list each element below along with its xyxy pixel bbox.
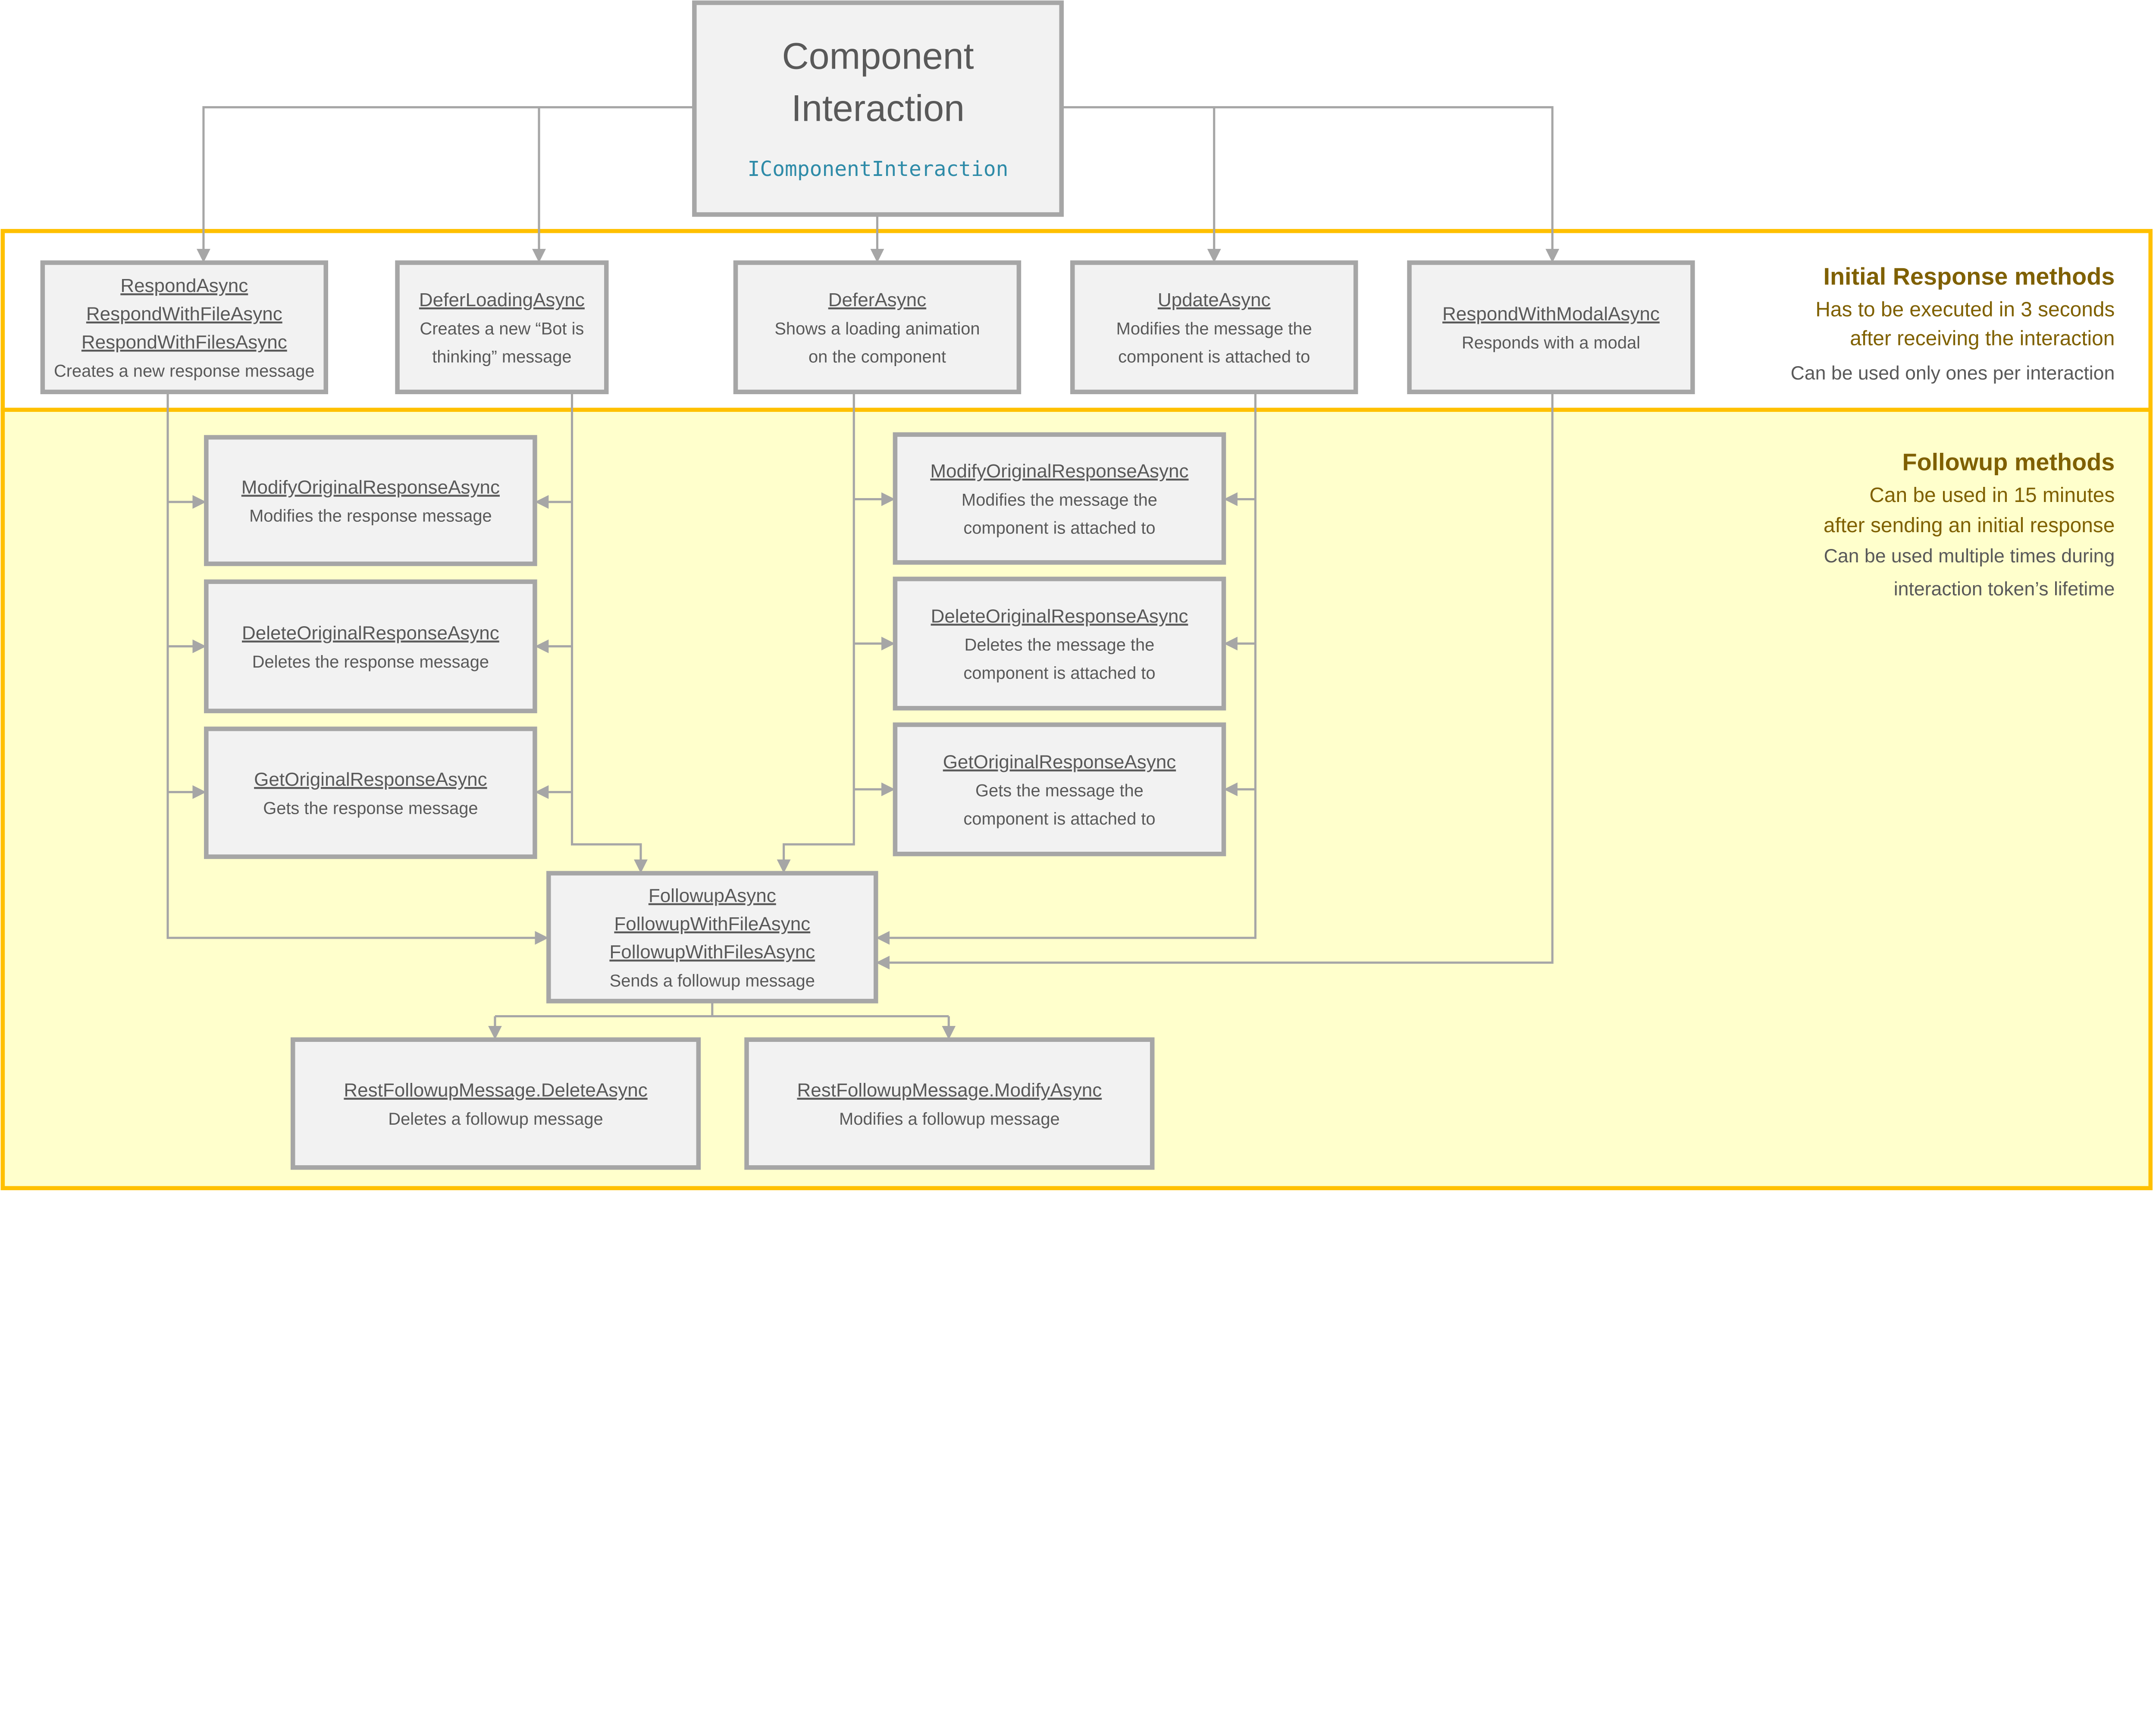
- method-description: Gets the response message: [263, 799, 478, 818]
- box-frame: [204, 579, 537, 713]
- method-name[interactable]: FollowupAsync: [649, 885, 776, 906]
- method-name[interactable]: DeferAsync: [828, 289, 926, 310]
- method-name[interactable]: FollowupWithFilesAsync: [609, 941, 815, 963]
- connector-arrow: [570, 392, 648, 873]
- root-title-line-2: Interaction: [791, 88, 965, 129]
- method-description: Creates a new “Bot is: [420, 319, 584, 338]
- box-frame: [1407, 260, 1695, 395]
- method-description: component is attached to: [963, 809, 1155, 828]
- followup-note-2: after sending an initial response: [1824, 514, 2115, 537]
- method-boxes: RespondAsyncRespondWithFileAsyncRespondW…: [40, 260, 1695, 1170]
- method-description: Deletes the message the: [965, 636, 1155, 655]
- method-name[interactable]: ModifyOriginalResponseAsync: [930, 461, 1188, 482]
- method-description: Modifies a followup message: [839, 1110, 1060, 1129]
- box-frame: [204, 435, 537, 566]
- method-name[interactable]: RespondAsync: [120, 275, 248, 296]
- method-name[interactable]: UpdateAsync: [1158, 289, 1271, 310]
- connectors: [166, 106, 1560, 1040]
- box-rest-modify[interactable]: RestFollowupMessage.ModifyAsyncModifies …: [744, 1037, 1155, 1170]
- box-frame: [546, 871, 878, 1004]
- followup-note-4: interaction token’s lifetime: [1894, 579, 2115, 600]
- initial-note-1: Has to be executed in 3 seconds: [1815, 298, 2115, 321]
- method-description: thinking” message: [432, 348, 571, 367]
- initial-section-notes: Initial Response methods Has to be execu…: [1791, 263, 2115, 384]
- box-frame: [395, 260, 609, 395]
- initial-note-2: after receiving the interaction: [1850, 327, 2115, 350]
- method-description: Responds with a modal: [1462, 333, 1640, 352]
- method-description: Creates a new response message: [54, 361, 315, 380]
- followup-note-3: Can be used multiple times during: [1824, 546, 2115, 567]
- method-name[interactable]: DeleteOriginalResponseAsync: [242, 622, 499, 643]
- method-description: on the component: [808, 348, 946, 367]
- component-interaction-diagram: RespondAsyncRespondWithFileAsyncRespondW…: [0, 0, 2153, 1190]
- method-name[interactable]: GetOriginalResponseAsync: [254, 769, 487, 790]
- method-name[interactable]: DeferLoadingAsync: [419, 289, 585, 310]
- method-name[interactable]: RestFollowupMessage.ModifyAsync: [797, 1080, 1102, 1101]
- method-description: component is attached to: [963, 664, 1155, 683]
- connector-arrow: [1061, 106, 1560, 263]
- method-name[interactable]: RespondWithFileAsync: [86, 304, 282, 325]
- connector-arrow: [166, 392, 549, 945]
- box-frame: [204, 726, 537, 859]
- initial-heading: Initial Response methods: [1823, 263, 2115, 290]
- connector-arrow: [876, 392, 1257, 945]
- connector-arrow: [196, 106, 695, 263]
- initial-note-3: Can be used only ones per interaction: [1791, 363, 2115, 384]
- box-frame: [893, 432, 1226, 565]
- method-description: Gets the message the: [975, 781, 1144, 800]
- box-frame: [893, 577, 1226, 711]
- root-title-line-1: Component: [782, 35, 974, 77]
- method-description: Sends a followup message: [610, 972, 815, 991]
- root-interface: IComponentInteraction: [748, 157, 1009, 181]
- method-name[interactable]: RestFollowupMessage.DeleteAsync: [344, 1080, 647, 1101]
- method-name[interactable]: FollowupWithFileAsync: [614, 913, 810, 935]
- method-name[interactable]: ModifyOriginalResponseAsync: [241, 477, 500, 498]
- box-respond[interactable]: RespondAsyncRespondWithFileAsyncRespondW…: [40, 260, 329, 395]
- box-frame: [744, 1037, 1155, 1170]
- root-node[interactable]: Component Interaction IComponentInteract…: [692, 0, 1064, 217]
- followup-section-notes: Followup methods Can be used in 15 minut…: [1824, 448, 2115, 600]
- method-name[interactable]: RespondWithFilesAsync: [81, 332, 287, 353]
- method-description: Modifies the response message: [249, 507, 492, 526]
- connector-arrow: [876, 392, 1554, 970]
- followup-heading: Followup methods: [1902, 448, 2115, 476]
- box-frame: [893, 722, 1226, 856]
- method-description: component is attached to: [963, 519, 1155, 538]
- method-description: Modifies the message the: [1116, 319, 1312, 338]
- method-description: Modifies the message the: [962, 490, 1157, 509]
- method-description: component is attached to: [1118, 348, 1310, 367]
- box-frame: [290, 1037, 701, 1170]
- box-frame: [733, 260, 1022, 395]
- followup-note-1: Can be used in 15 minutes: [1869, 484, 2115, 507]
- connector-arrow: [777, 392, 855, 873]
- method-description: Shows a loading animation: [774, 319, 980, 338]
- box-frame: [40, 260, 329, 395]
- method-description: Deletes a followup message: [388, 1110, 603, 1129]
- method-name[interactable]: DeleteOriginalResponseAsync: [931, 605, 1188, 627]
- method-description: Deletes the response message: [252, 652, 489, 671]
- box-frame: [1070, 260, 1358, 395]
- box-followup[interactable]: FollowupAsyncFollowupWithFileAsyncFollow…: [546, 871, 878, 1004]
- method-name[interactable]: GetOriginalResponseAsync: [943, 751, 1176, 772]
- method-name[interactable]: RespondWithModalAsync: [1442, 304, 1660, 325]
